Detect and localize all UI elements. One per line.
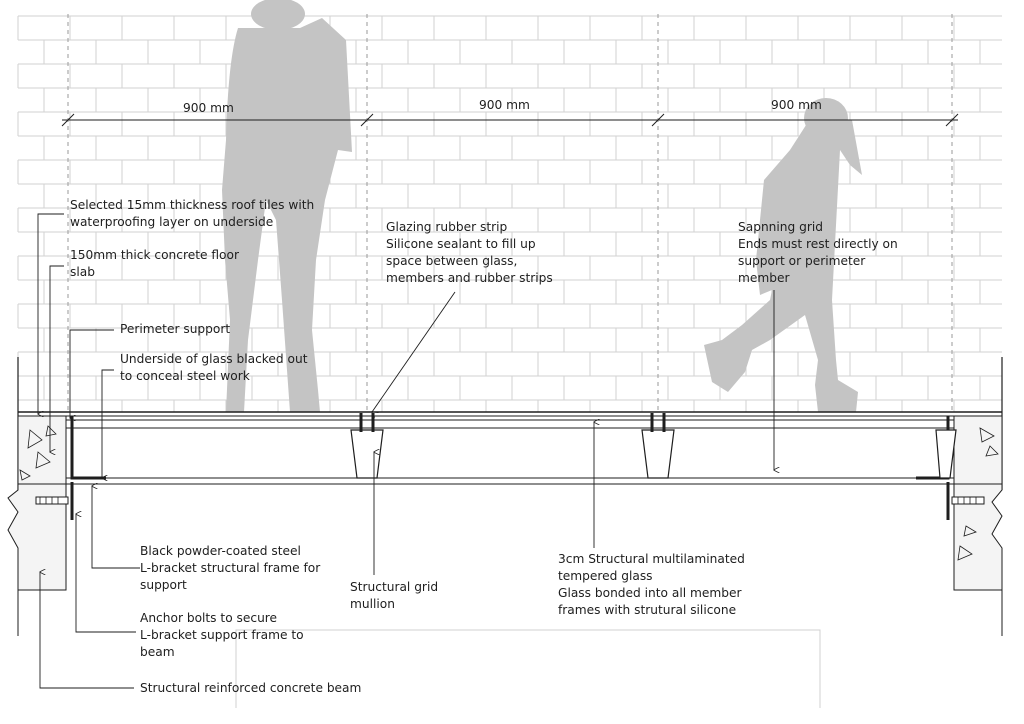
annotation-underside-glass: Underside of glass blacked out to concea… xyxy=(120,352,308,383)
left-slab xyxy=(7,415,67,636)
annotation-structural-glass: 3cm Structural multilaminated tempered g… xyxy=(558,552,745,617)
grid-lines xyxy=(67,14,953,412)
annotation-anchor-bolts: Anchor bolts to secure L-bracket support… xyxy=(140,611,304,659)
annotation-l-bracket: Black powder-coated steel L-bracket stru… xyxy=(140,544,321,592)
annotation-concrete-beam: Structural reinforced concrete beam xyxy=(140,681,362,695)
annotation-glazing-strip: Glazing rubber strip Silicone sealant to… xyxy=(386,220,553,285)
right-slab xyxy=(953,415,1003,636)
leader-lines xyxy=(38,213,774,689)
dimension-label-1: 900 mm xyxy=(183,101,234,115)
annotation-perimeter-support: Perimeter support xyxy=(120,322,231,336)
title-frame xyxy=(235,629,821,708)
dimension-label-3: 900 mm xyxy=(771,98,822,112)
annotation-grid-mullion: Structural grid mullion xyxy=(350,580,439,611)
dimension-line xyxy=(61,113,959,127)
grid-mullions xyxy=(350,413,957,479)
girl-silhouette xyxy=(704,98,862,412)
annotation-floor-slab: 150mm thick concrete floor slab xyxy=(70,248,239,279)
glass-panels xyxy=(66,419,954,485)
man-silhouette xyxy=(222,0,352,412)
annotation-roof-tiles: Selected 15mm thickness roof tiles with … xyxy=(70,198,315,229)
dimension-label-2: 900 mm xyxy=(479,98,530,112)
left-l-bracket xyxy=(35,416,106,520)
annotation-spanning-grid: Sapnning grid Ends must rest directly on… xyxy=(738,220,898,285)
